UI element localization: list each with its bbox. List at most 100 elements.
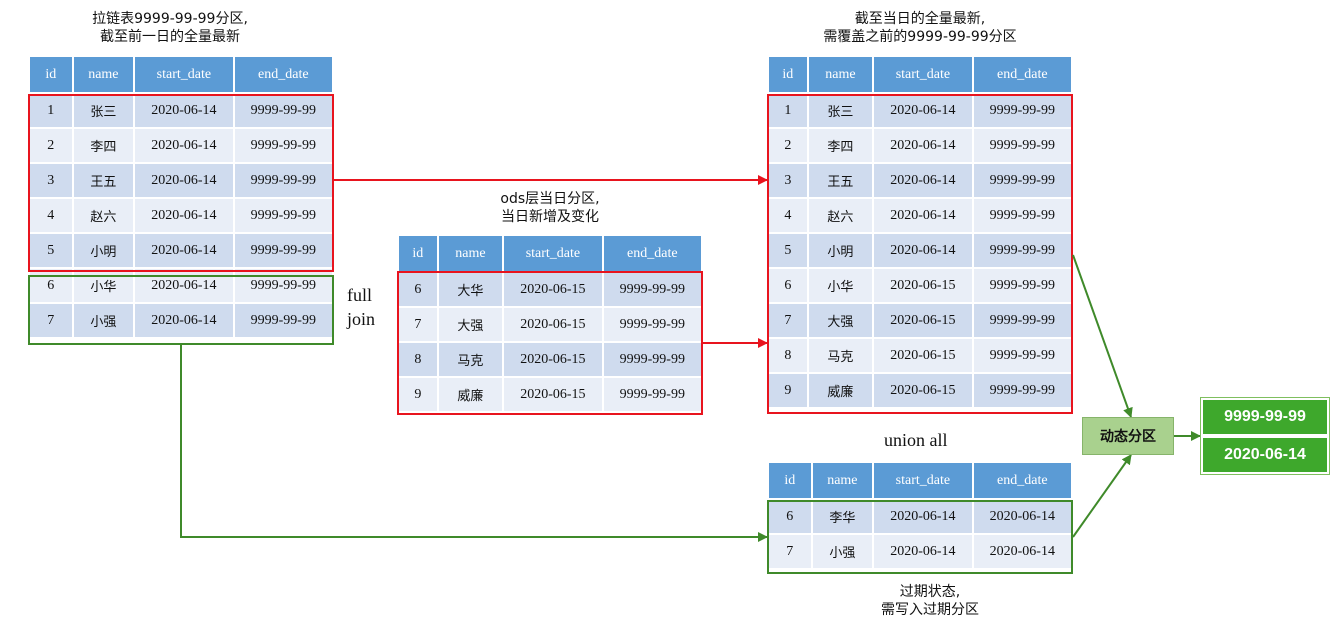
- table-cell: 1: [769, 94, 807, 127]
- column-header: start_date: [874, 463, 972, 498]
- arrow-expired-to-dynamic: [1072, 454, 1132, 538]
- table-cell: 威廉: [808, 374, 873, 407]
- table-cell: 大强: [438, 308, 503, 341]
- table-cell: 王五: [808, 164, 873, 197]
- table-cell: 李四: [808, 129, 873, 162]
- table-cell: 马克: [808, 339, 873, 372]
- column-header: name: [73, 57, 134, 92]
- table-cell: 7: [399, 308, 437, 341]
- table-cell: 2: [769, 129, 807, 162]
- table-cell: 9999-99-99: [234, 164, 332, 197]
- table-cell: 李华: [812, 500, 873, 533]
- column-header: id: [30, 57, 72, 92]
- table-cell: 9999-99-99: [603, 308, 701, 341]
- table-cell: 4: [769, 199, 807, 232]
- table-cell: 9999-99-99: [973, 374, 1071, 407]
- column-header: id: [769, 57, 807, 92]
- table-cell: 2020-06-14: [135, 164, 233, 197]
- table-cell: 张三: [73, 94, 134, 127]
- table-cell: 威廉: [438, 378, 503, 411]
- table-cell: 9999-99-99: [234, 269, 332, 302]
- arrow-latest-to-dynamic: [1072, 254, 1133, 418]
- table-cell: 7: [769, 304, 807, 337]
- column-header: start_date: [874, 57, 972, 92]
- table-cell: 6: [769, 500, 811, 533]
- table-cell: 2020-06-14: [135, 269, 233, 302]
- table-cell: 6: [769, 269, 807, 302]
- table-cell: 小华: [73, 269, 134, 302]
- table-cell: 9: [769, 374, 807, 407]
- column-header: name: [808, 57, 873, 92]
- caption-ods: ods层当日分区, 当日新增及变化: [500, 191, 600, 225]
- table-cell: 大强: [808, 304, 873, 337]
- column-header: name: [812, 463, 873, 498]
- table-cell: 2020-06-15: [874, 339, 972, 372]
- column-header: name: [438, 236, 503, 271]
- table-cell: 王五: [73, 164, 134, 197]
- table-cell: 小华: [808, 269, 873, 302]
- partition-2020-06-14: 2020-06-14: [1203, 438, 1327, 472]
- table-cell: 2020-06-14: [135, 304, 233, 337]
- full-join-label: full join: [347, 285, 376, 329]
- table-cell: 9999-99-99: [234, 304, 332, 337]
- table-cell: 李四: [73, 129, 134, 162]
- partition-9999-99-99: 9999-99-99: [1203, 400, 1327, 434]
- table-cell: 9999-99-99: [973, 94, 1071, 127]
- table-cell: 张三: [808, 94, 873, 127]
- table-cell: 2020-06-15: [504, 343, 602, 376]
- column-header: id: [399, 236, 437, 271]
- table-cell: 2020-06-14: [135, 234, 233, 267]
- table-cell: 9999-99-99: [973, 199, 1071, 232]
- table-cell: 小明: [808, 234, 873, 267]
- table-cell: 1: [30, 94, 72, 127]
- table-cell: 2020-06-15: [504, 273, 602, 306]
- table-cell: 马克: [438, 343, 503, 376]
- table-cell: 2020-06-14: [874, 234, 972, 267]
- table-cell: 9999-99-99: [973, 234, 1071, 267]
- table-cell: 7: [769, 535, 811, 568]
- table-cell: 2020-06-14: [135, 199, 233, 232]
- table-cell: 9999-99-99: [603, 378, 701, 411]
- table-cell: 9999-99-99: [973, 129, 1071, 162]
- table-cell: 2020-06-15: [874, 269, 972, 302]
- table-cell: 2020-06-14: [135, 94, 233, 127]
- table-cell: 9999-99-99: [973, 164, 1071, 197]
- table-cell: 2020-06-14: [874, 94, 972, 127]
- table-cell: 9999-99-99: [603, 273, 701, 306]
- table-cell: 9: [399, 378, 437, 411]
- column-header: end_date: [603, 236, 701, 271]
- table-cell: 9999-99-99: [973, 304, 1071, 337]
- table-cell: 2020-06-15: [874, 374, 972, 407]
- column-header: start_date: [135, 57, 233, 92]
- table-cell: 3: [30, 164, 72, 197]
- table-cell: 5: [769, 234, 807, 267]
- table-cell: 小强: [73, 304, 134, 337]
- caption-latest: 截至当日的全量最新, 需覆盖之前的9999-99-99分区: [823, 11, 1017, 45]
- table-cell: 2020-06-14: [973, 535, 1071, 568]
- table-cell: 赵六: [73, 199, 134, 232]
- table-cell: 4: [30, 199, 72, 232]
- table-cell: 2020-06-14: [874, 164, 972, 197]
- table-cell: 2020-06-14: [973, 500, 1071, 533]
- column-header: start_date: [504, 236, 602, 271]
- table-cell: 赵六: [808, 199, 873, 232]
